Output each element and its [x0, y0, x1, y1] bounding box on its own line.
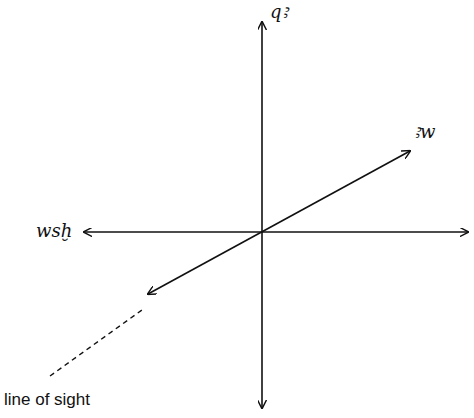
- diagonal-axis: [148, 151, 410, 294]
- axis-label: ꜣw: [414, 122, 435, 142]
- sight-line: [50, 310, 142, 376]
- vertical-axis: [261, 22, 263, 408]
- axis-label: qꜣ: [270, 2, 288, 22]
- horizontal-axis: [84, 231, 468, 233]
- axis-label: wsḫ: [36, 221, 72, 241]
- sight-label: line of sight: [4, 391, 90, 410]
